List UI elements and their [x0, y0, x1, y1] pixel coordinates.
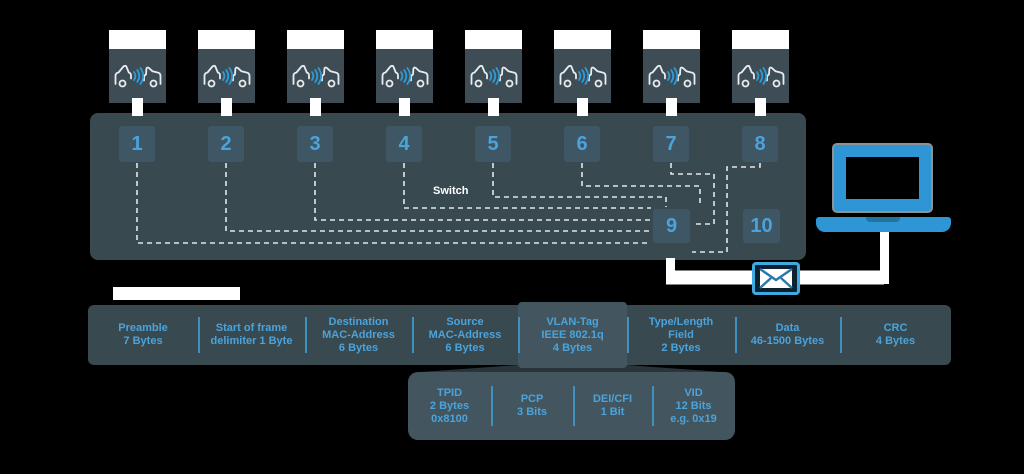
detail-divider: [573, 386, 575, 426]
detail-divider: [652, 386, 654, 426]
port-2: 2: [208, 126, 244, 162]
device-7-label-redacted: [643, 30, 700, 49]
device-8-connector: [755, 98, 766, 116]
switch-label: Switch: [433, 185, 469, 197]
frame-divider: [735, 317, 737, 353]
car-to-car-radar-icon: [381, 64, 428, 88]
frame-title-redacted: [113, 287, 240, 300]
port-10: 10: [743, 209, 780, 243]
laptop-icon: [832, 143, 933, 213]
device-5-label-redacted: [465, 30, 522, 49]
port-6: 6: [564, 126, 600, 162]
port-3: 3: [297, 126, 333, 162]
car-to-car-radar-icon: [292, 64, 339, 88]
car-to-car-radar-icon: [648, 64, 695, 88]
port-1: 1: [119, 126, 155, 162]
port-5: 5: [475, 126, 511, 162]
device-8-label-redacted: [732, 30, 789, 49]
device-1: [109, 30, 166, 116]
device-2-connector: [221, 98, 232, 116]
detail-divider: [491, 386, 493, 426]
frame-divider: [412, 317, 414, 353]
device-1-label-redacted: [109, 30, 166, 49]
car-to-car-radar-icon: [470, 64, 517, 88]
device-4-connector: [399, 98, 410, 116]
switch-panel: 1 2 3 4 5 6 7 8 9 10 Switch: [90, 113, 806, 260]
device-4-label-redacted: [376, 30, 433, 49]
frame-divider: [518, 317, 520, 353]
device-7-connector: [666, 98, 677, 116]
device-3: [287, 30, 344, 116]
port-8: 8: [742, 126, 778, 162]
device-1-connector: [132, 98, 143, 116]
car-to-car-radar-icon: [559, 64, 606, 88]
frame-divider: [840, 317, 842, 353]
frame-divider: [627, 317, 629, 353]
frame-divider: [305, 317, 307, 353]
device-5-connector: [488, 98, 499, 116]
device-5: [465, 30, 522, 116]
device-6-label-redacted: [554, 30, 611, 49]
device-6-connector: [577, 98, 588, 116]
laptop-notch: [866, 217, 900, 222]
device-3-label-redacted: [287, 30, 344, 49]
device-2-label-redacted: [198, 30, 255, 49]
car-to-car-radar-icon: [203, 64, 250, 88]
device-7: [643, 30, 700, 116]
frame-divider: [198, 317, 200, 353]
laptop-screen-inner: [846, 157, 919, 199]
port-7: 7: [653, 126, 689, 162]
device-8: [732, 30, 789, 116]
car-to-car-radar-icon: [114, 64, 161, 88]
port-4: 4: [386, 126, 422, 162]
vlan-tag-highlight: [518, 302, 627, 368]
car-to-car-radar-icon: [737, 64, 784, 88]
email-envelope-icon: [752, 262, 800, 295]
device-3-connector: [310, 98, 321, 116]
laptop-base: [816, 217, 951, 232]
device-2: [198, 30, 255, 116]
device-6: [554, 30, 611, 116]
port-9: 9: [653, 209, 690, 243]
device-4: [376, 30, 433, 116]
